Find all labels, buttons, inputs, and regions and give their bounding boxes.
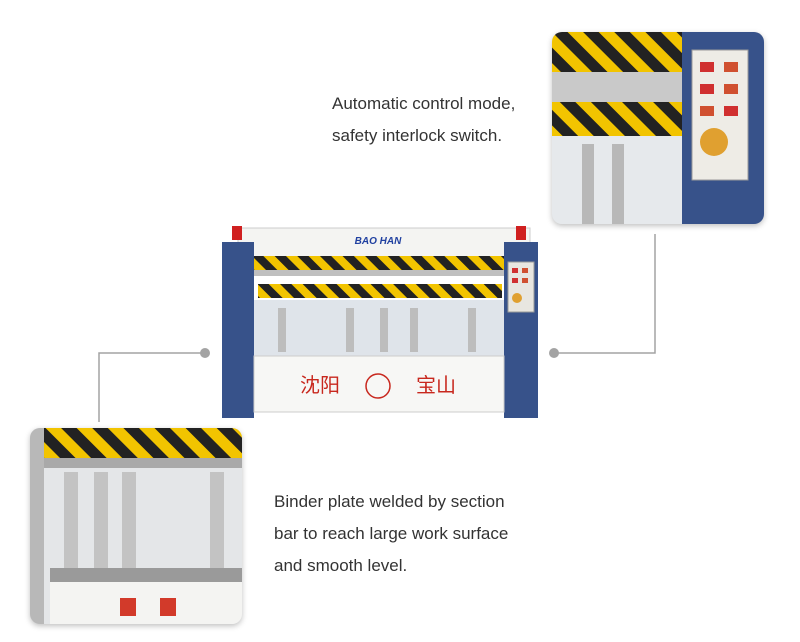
- brand-logo: BAO HAN: [355, 236, 402, 247]
- caption-line: safety interlock switch.: [332, 126, 503, 145]
- chinese-name-left: 沈阳: [300, 373, 340, 397]
- left-column: [222, 242, 254, 418]
- caption-binder-plate: Binder plate welded by section bar to re…: [274, 486, 508, 582]
- caption-line: and smooth level.: [274, 556, 408, 575]
- chinese-name-right: 宝山: [416, 373, 456, 397]
- caption-control-mode: Automatic control mode, safety interlock…: [332, 88, 515, 152]
- caption-line: Binder plate welded by section: [274, 492, 505, 511]
- connector-dot-right: [549, 348, 559, 358]
- connector-bottom-left: [98, 352, 203, 422]
- caption-line: Automatic control mode,: [332, 94, 516, 113]
- beacon-light-right: [516, 226, 526, 240]
- caption-line: bar to reach large work surface: [274, 524, 509, 543]
- beacon-light-left: [232, 226, 242, 240]
- connector-dot-left: [200, 348, 210, 358]
- lower-hazard-plate: [258, 284, 502, 298]
- connector-top-right: [554, 234, 656, 354]
- press-interior: [254, 300, 504, 356]
- control-panel: [507, 261, 535, 313]
- detail-photo-control-panel: [552, 32, 764, 224]
- lower-body: [253, 355, 505, 413]
- detail-photo-binder-plate: [30, 428, 242, 624]
- brand-seal-icon: [365, 373, 391, 399]
- upper-hazard-plate: [254, 256, 504, 270]
- hot-press-machine: BAO HAN 沈阳 宝山: [222, 226, 538, 418]
